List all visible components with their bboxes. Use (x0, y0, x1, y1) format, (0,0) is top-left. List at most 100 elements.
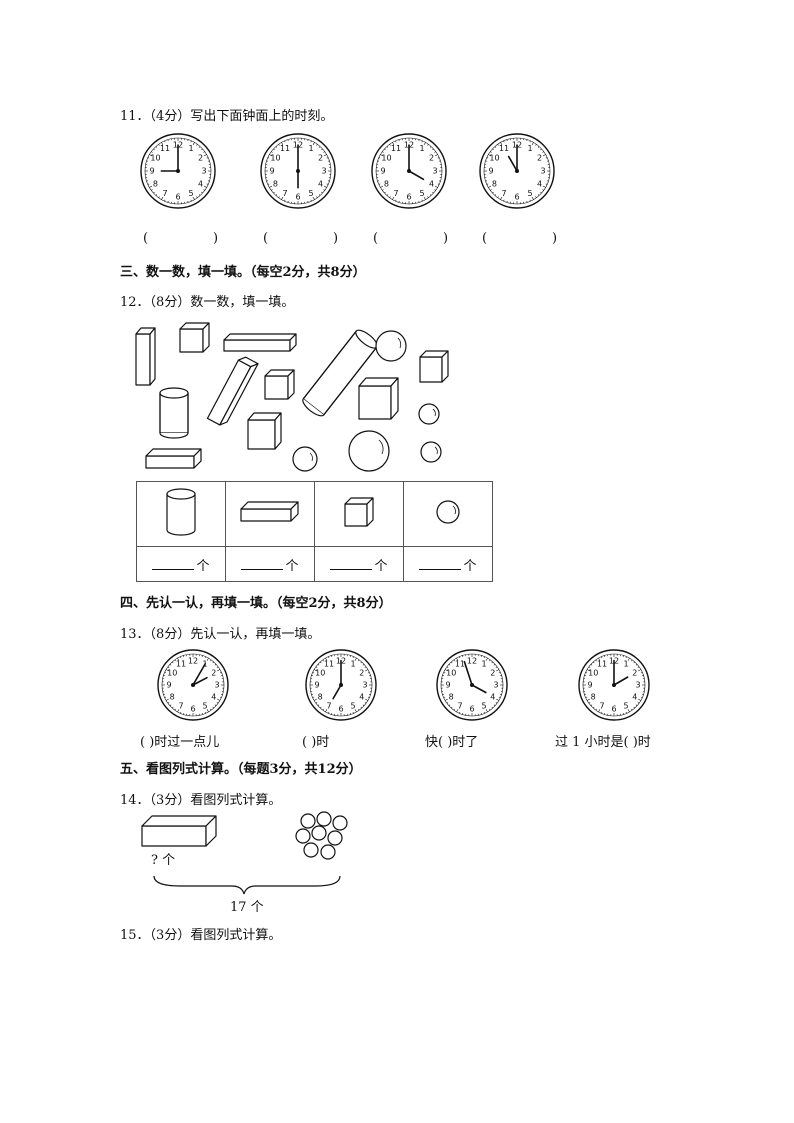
clock-numeral: 1 (188, 144, 193, 153)
clock-numeral: 5 (188, 189, 193, 198)
q13-caption[interactable]: 过 1 小时是( )时 (555, 735, 651, 750)
hour-hand (332, 684, 342, 700)
clock-numeral: 1 (308, 144, 313, 153)
clock-numeral: 2 (198, 154, 203, 163)
clock-numeral: 6 (295, 193, 300, 202)
count-answer-cuboid[interactable]: 个 (225, 546, 315, 582)
clock-numeral: 6 (469, 705, 474, 714)
clock-numeral: 9 (380, 167, 385, 176)
section-5-heading: 五、看图列式计算。（每题3分，共12分） (120, 762, 362, 777)
cuboid-icon (240, 501, 299, 522)
q14-picture (141, 811, 348, 895)
count-table: 个 个 个 个 (136, 481, 493, 582)
clock-numeral: 5 (481, 701, 486, 710)
count-answer-cube[interactable]: 个 (314, 546, 404, 582)
clock-numeral: 6 (611, 705, 616, 714)
clock-numeral: 11 (499, 144, 509, 153)
clock-numeral: 7 (501, 189, 506, 198)
clock-numeral: 4 (211, 693, 216, 702)
section-3-heading: 三、数一数，填一填。（每空2分，共8分） (120, 265, 366, 280)
box-shape (141, 815, 217, 847)
hour-hand (408, 170, 425, 181)
clock-numeral: 4 (632, 693, 637, 702)
clock-numeral: 7 (178, 701, 183, 710)
clock-numeral: 6 (406, 193, 411, 202)
clock-numeral: 12 (467, 657, 477, 666)
q13-caption[interactable]: 快( )时了 (425, 735, 479, 750)
brace (153, 875, 341, 895)
clock-numeral: 11 (324, 660, 334, 669)
count-answer-cylinder[interactable]: 个 (136, 546, 226, 582)
cuboid-shape (145, 448, 202, 469)
clock-numeral: 9 (445, 681, 450, 690)
clock-numeral: 6 (338, 705, 343, 714)
answer-bracket-open[interactable]: ( (482, 231, 488, 246)
clock-numeral: 9 (166, 681, 171, 690)
clock-numeral: 6 (175, 193, 180, 202)
clock-numeral: 10 (270, 154, 280, 163)
clock-numeral: 9 (314, 681, 319, 690)
clock-numeral: 6 (190, 705, 195, 714)
clock-numeral: 11 (391, 144, 401, 153)
hour-hand (471, 684, 487, 694)
q11-clock-row: 1234567891011121234567891011121234567891… (140, 133, 555, 209)
clock-numeral: 11 (280, 144, 290, 153)
answer-bracket-close[interactable]: ) (552, 231, 558, 246)
clock-numeral: 2 (490, 669, 495, 678)
cube-shape (179, 322, 210, 353)
clock-numeral: 4 (318, 180, 323, 189)
clock-numeral: 3 (635, 681, 640, 690)
cube-shape (264, 369, 295, 400)
cuboid-shape (206, 356, 259, 426)
hour-hand (507, 155, 518, 172)
clock-numeral: 5 (202, 701, 207, 710)
table-cell (136, 481, 226, 547)
q13-caption[interactable]: ( )时 (302, 735, 330, 750)
clock-numeral: 1 (527, 144, 532, 153)
cuboid-shape (223, 333, 297, 352)
q13-caption[interactable]: ( )时过一点儿 (140, 735, 220, 750)
answer-bracket-open[interactable]: ( (373, 231, 379, 246)
sphere-shape (420, 441, 442, 463)
clock-numeral: 6 (514, 193, 519, 202)
answer-bracket-open[interactable]: ( (143, 231, 149, 246)
clock-numeral: 8 (318, 693, 323, 702)
table-cell (225, 481, 315, 547)
clock-numeral: 1 (350, 660, 355, 669)
clock-numeral: 2 (429, 154, 434, 163)
clock-numeral: 1 (481, 660, 486, 669)
clock-numeral: 5 (308, 189, 313, 198)
shapes-picture (135, 322, 449, 472)
clock-numeral: 3 (432, 167, 437, 176)
count-answer-sphere[interactable]: 个 (403, 546, 493, 582)
answer-bracket-close[interactable]: ) (443, 231, 449, 246)
clock-numeral: 11 (160, 144, 170, 153)
cylinder-shape (159, 387, 189, 439)
clock-numeral: 8 (591, 693, 596, 702)
clock-numeral: 8 (153, 180, 158, 189)
clock-numeral: 4 (490, 693, 495, 702)
clock-numeral: 8 (170, 693, 175, 702)
clock-numeral: 4 (198, 180, 203, 189)
clock-numeral: 3 (321, 167, 326, 176)
clock-numeral: 3 (201, 167, 206, 176)
answer-bracket-close[interactable]: ) (333, 231, 339, 246)
cube-shape (419, 350, 449, 383)
clock-numeral: 5 (419, 189, 424, 198)
sphere-shape (348, 430, 390, 472)
answer-bracket-open[interactable]: ( (263, 231, 269, 246)
answer-bracket-close[interactable]: ) (213, 231, 219, 246)
clock-numeral: 2 (632, 669, 637, 678)
clock-numeral: 9 (488, 167, 493, 176)
clock-numeral: 10 (381, 154, 391, 163)
clock-numeral: 9 (587, 681, 592, 690)
clock-numeral: 8 (384, 180, 389, 189)
minute-hand (192, 662, 207, 686)
minute-hand (463, 660, 473, 686)
clock-numeral: 10 (588, 669, 598, 678)
total-count-label: 17 个 (230, 900, 264, 915)
